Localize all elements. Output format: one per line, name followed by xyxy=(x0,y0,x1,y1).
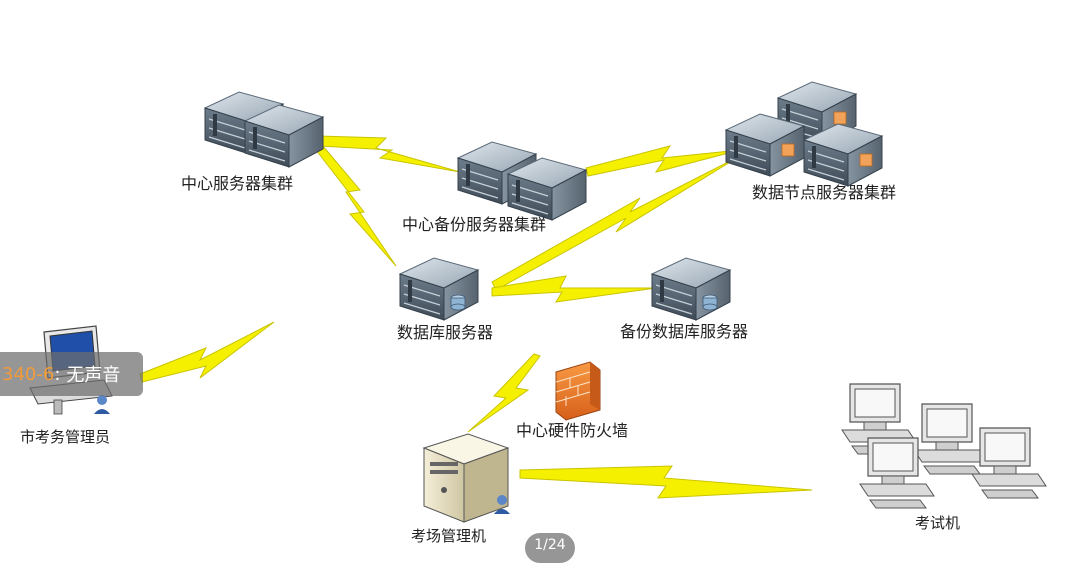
overlay-code: 340-6 xyxy=(2,363,55,385)
center-backup-server-cluster xyxy=(457,141,587,221)
backup-database-server xyxy=(652,258,730,320)
network-topology-diagram: 中心服务器集群 中心备份服务器集群 数据节点服务器集群 数据库服务器 备份数据库… xyxy=(20,0,1047,545)
site-admin-label: 考场管理机 xyxy=(411,527,486,545)
link-db-to-backup-db xyxy=(491,275,657,303)
backup-db-server-label: 备份数据库服务器 xyxy=(620,322,748,341)
link-db-to-site-admin xyxy=(467,353,541,433)
city-admin-label: 市考务管理员 xyxy=(20,428,110,446)
page-indicator: 1/24 xyxy=(525,533,575,563)
data-node-server-cluster xyxy=(726,82,882,186)
link-backup-to-datanode xyxy=(585,145,741,177)
firewall-label: 中心硬件防火墙 xyxy=(516,421,628,440)
database-server xyxy=(400,258,478,320)
exam-machines-label: 考试机 xyxy=(915,514,960,532)
audio-status-overlay[interactable]: 340-6 : 无声音 xyxy=(0,352,143,396)
link-site-to-exams xyxy=(519,465,813,499)
overlay-status: 无声音 xyxy=(66,365,121,386)
firewall-icon xyxy=(555,361,601,421)
link-db-to-datanode xyxy=(491,155,741,291)
overlay-separator: : xyxy=(54,363,61,385)
link-center-to-db xyxy=(315,144,397,267)
link-city-admin xyxy=(139,321,275,383)
link-center-to-backup xyxy=(317,135,461,173)
exam-machines-cluster xyxy=(841,383,1047,509)
db-server-label: 数据库服务器 xyxy=(397,323,493,342)
backup-cluster-label: 中心备份服务器集群 xyxy=(402,215,546,234)
center-server-cluster xyxy=(204,91,324,168)
center-cluster-label: 中心服务器集群 xyxy=(181,174,293,193)
data-node-cluster-label: 数据节点服务器集群 xyxy=(752,183,896,202)
site-admin-computer xyxy=(422,433,510,523)
